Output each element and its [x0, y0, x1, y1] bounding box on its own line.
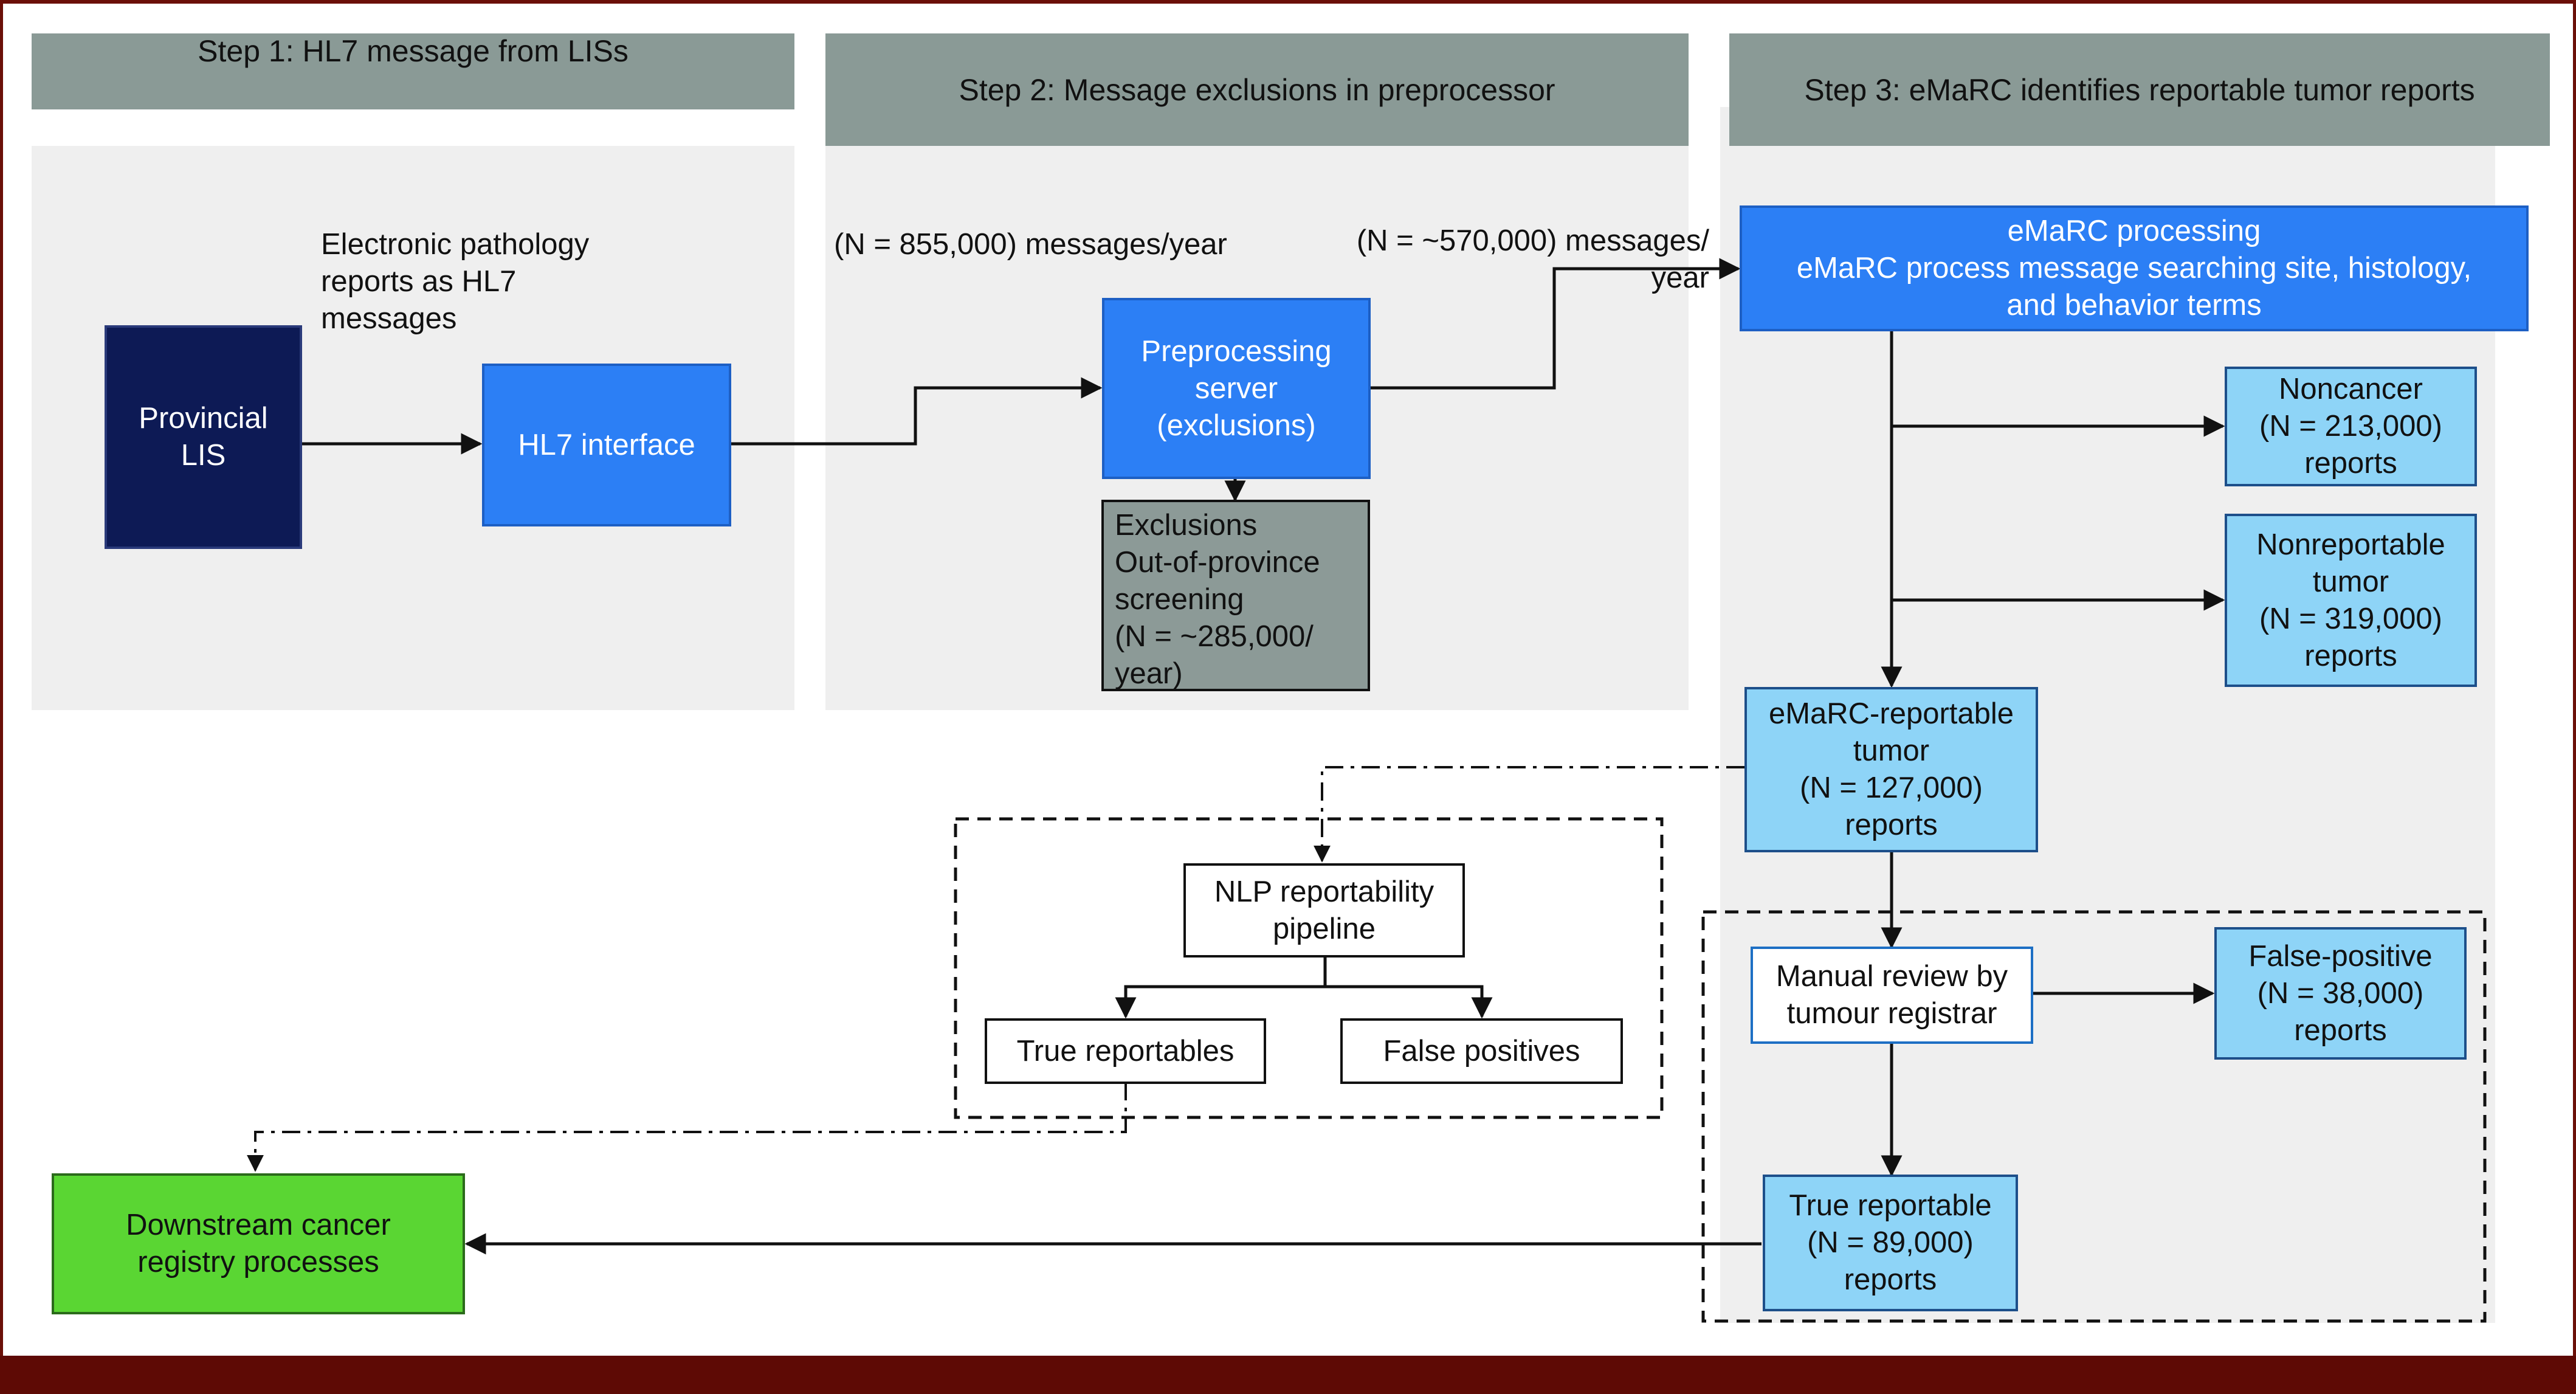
arrow-hl7-to-preprocessing — [729, 377, 1103, 446]
step2-header: Step 2: Message exclusions in preprocess… — [825, 33, 1689, 146]
arrow-nlp-split-true — [1115, 957, 1327, 1019]
ep-reports-label: Electronic pathology reports as HL7 mess… — [321, 228, 590, 335]
manual-review-node: Manual review by tumour registrar — [1751, 947, 2033, 1044]
nonreportable-tumor-node: Nonreportable tumor (N = 319,000) report… — [2225, 514, 2477, 687]
true-reportables-node: True reportables — [985, 1018, 1266, 1084]
frame-right-border — [2573, 0, 2576, 1394]
dashdot-true-to-downstream — [247, 1082, 1127, 1172]
step3-header: Step 3: eMaRC identifies reportable tumo… — [1729, 33, 2550, 146]
emarc-reportable-tumor-node: eMaRC-reportable tumor (N = 127,000) rep… — [1744, 687, 2038, 852]
exclusions-node: Exclusions Out-of-province screening (N … — [1101, 500, 1370, 691]
false-positives-node: False positives — [1340, 1018, 1623, 1084]
frame-bottom-bar — [0, 1356, 2576, 1394]
messages-570-label: (N = ~570,000) messages/ year — [1356, 224, 1709, 294]
provincial-lis-node: Provincial LIS — [105, 325, 302, 549]
false-positive-reports-node: False-positive (N = 38,000) reports — [2214, 927, 2467, 1060]
hl7-interface-node: HL7 interface — [482, 364, 731, 526]
nlp-reportability-pipeline-node: NLP reportability pipeline — [1183, 863, 1465, 958]
arrow-nlp-split-false — [1325, 985, 1493, 1019]
preprocessing-server-node: Preprocessing server (exclusions) — [1102, 298, 1371, 479]
frame-left-border — [0, 0, 3, 1394]
frame-top-border — [0, 0, 2576, 4]
dashdot-reportable-to-nlp — [1314, 766, 1744, 863]
noncancer-node: Noncancer (N = 213,000) reports — [2225, 367, 2477, 486]
messages-855-label: (N = 855,000) messages/year — [834, 228, 1227, 261]
arrow-preprocessing-to-emarc — [1369, 258, 1741, 390]
nlp-dashed-group — [954, 817, 1664, 1119]
review-dashed-group — [1701, 910, 2487, 1323]
downstream-registry-node: Downstream cancer registry processes — [52, 1173, 465, 1314]
step1-header: Step 1: HL7 message from LISs — [32, 33, 794, 109]
emarc-processing-node: eMaRC processing eMaRC process message s… — [1740, 205, 2529, 331]
true-reportable-node: True reportable (N = 89,000) reports — [1763, 1175, 2018, 1311]
